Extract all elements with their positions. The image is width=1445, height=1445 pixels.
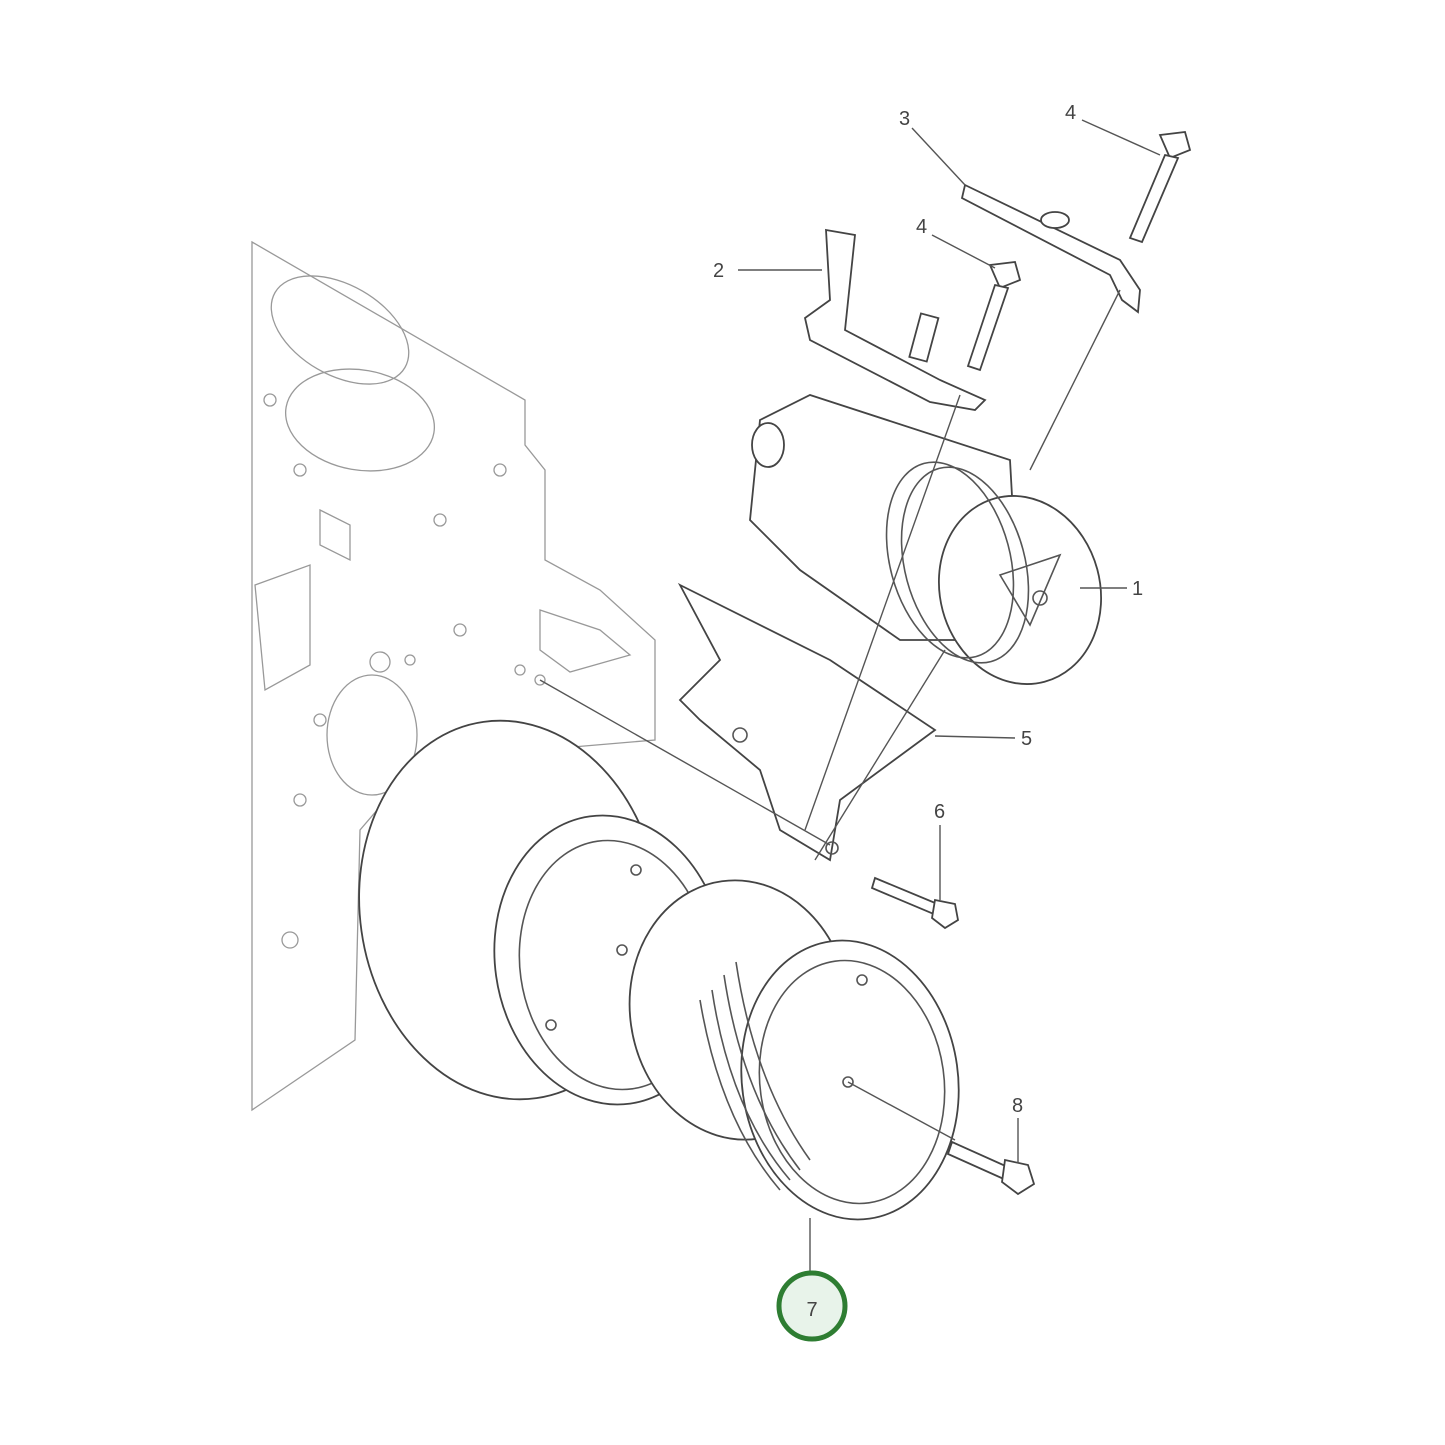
bolt-item-4-upper: [1128, 131, 1192, 244]
callout-5[interactable]: 5: [934, 728, 1032, 750]
callout-label-2: 2: [713, 260, 724, 282]
bolt-item-6: [870, 876, 959, 930]
callout-label-4-upper: 4: [1065, 102, 1076, 124]
callout-label-7: 7: [806, 1299, 817, 1321]
bracket-item-3: [960, 183, 1141, 314]
compressor-item-1: [749, 394, 1102, 685]
pulley-item-7: [628, 879, 960, 1221]
bolt-item-4-lower: [966, 261, 1022, 372]
bracket-item-5: [677, 582, 937, 862]
callout-1[interactable]: 1: [1080, 578, 1143, 600]
callout-label-3: 3: [899, 108, 910, 130]
callout-label-5: 5: [1021, 728, 1032, 750]
callout-4-upper[interactable]: 4: [1065, 102, 1161, 156]
callout-4-lower[interactable]: 4: [916, 216, 996, 269]
engine-block: [251, 240, 656, 1112]
callout-label-8: 8: [1012, 1095, 1023, 1117]
callout-8[interactable]: 8: [1012, 1095, 1023, 1163]
callout-7[interactable]: 7: [776, 1218, 848, 1342]
callout-label-1: 1: [1132, 578, 1143, 600]
bolt-item-8: [946, 1140, 1036, 1196]
assembly-lines: [539, 289, 1121, 1141]
block-holes: [263, 393, 546, 949]
callout-label-6: 6: [934, 801, 945, 823]
callout-6[interactable]: 6: [934, 801, 945, 900]
callout-3[interactable]: 3: [899, 108, 966, 186]
callout-2[interactable]: 2: [713, 260, 822, 282]
highlight-circle: [776, 1270, 848, 1342]
bracket-item-2: [803, 228, 987, 411]
callout-label-4-lower: 4: [916, 216, 927, 238]
